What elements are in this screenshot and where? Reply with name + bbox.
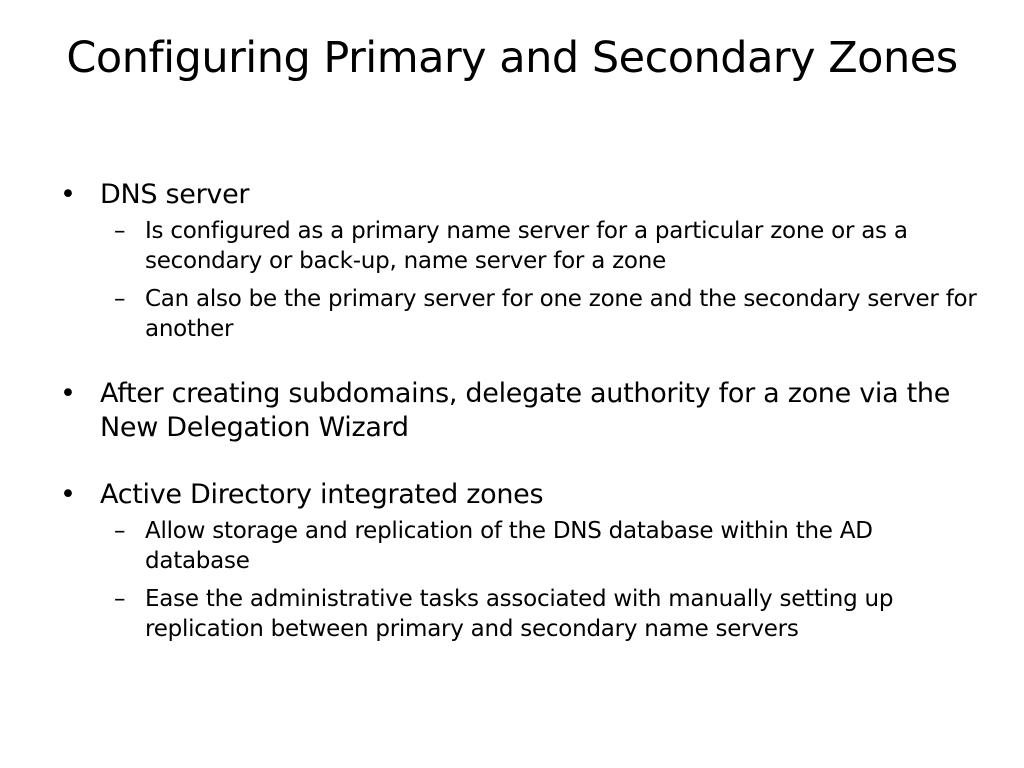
- bullet-dot-icon: •: [60, 378, 76, 409]
- sub-bullet-list: – Allow storage and replication of the D…: [100, 516, 980, 644]
- sub-bullet-text: Ease the administrative tasks associated…: [145, 586, 894, 642]
- sub-bullet-list: – Is configured as a primary name server…: [100, 216, 980, 344]
- bullet-dot-icon: •: [60, 179, 76, 210]
- bullet-dot-icon: •: [60, 479, 76, 510]
- bullet-text: Active Directory integrated zones: [100, 479, 544, 510]
- bullet-item-dns-server: • DNS server – Is configured as a primar…: [60, 178, 980, 344]
- sub-bullet-item: – Allow storage and replication of the D…: [100, 516, 980, 576]
- dash-icon: –: [114, 518, 126, 544]
- sub-bullet-text: Allow storage and replication of the DNS…: [145, 518, 873, 574]
- sub-bullet-text: Can also be the primary server for one z…: [145, 286, 977, 342]
- bullet-item-delegation: • After creating subdomains, delegate au…: [60, 377, 980, 445]
- sub-bullet-item: – Can also be the primary server for one…: [100, 284, 980, 344]
- slide-content: • DNS server – Is configured as a primar…: [60, 178, 980, 652]
- dash-icon: –: [114, 286, 126, 312]
- dash-icon: –: [114, 218, 126, 244]
- sub-bullet-item: – Is configured as a primary name server…: [100, 216, 980, 276]
- sub-bullet-text: Is configured as a primary name server f…: [145, 218, 908, 274]
- dash-icon: –: [114, 586, 126, 612]
- slide-title: Configuring Primary and Secondary Zones: [66, 33, 958, 83]
- bullet-list: • DNS server – Is configured as a primar…: [60, 178, 980, 644]
- bullet-item-ad-zones: • Active Directory integrated zones – Al…: [60, 478, 980, 644]
- sub-bullet-item: – Ease the administrative tasks associat…: [100, 584, 980, 644]
- bullet-text: After creating subdomains, delegate auth…: [100, 378, 951, 443]
- bullet-text: DNS server: [100, 179, 250, 210]
